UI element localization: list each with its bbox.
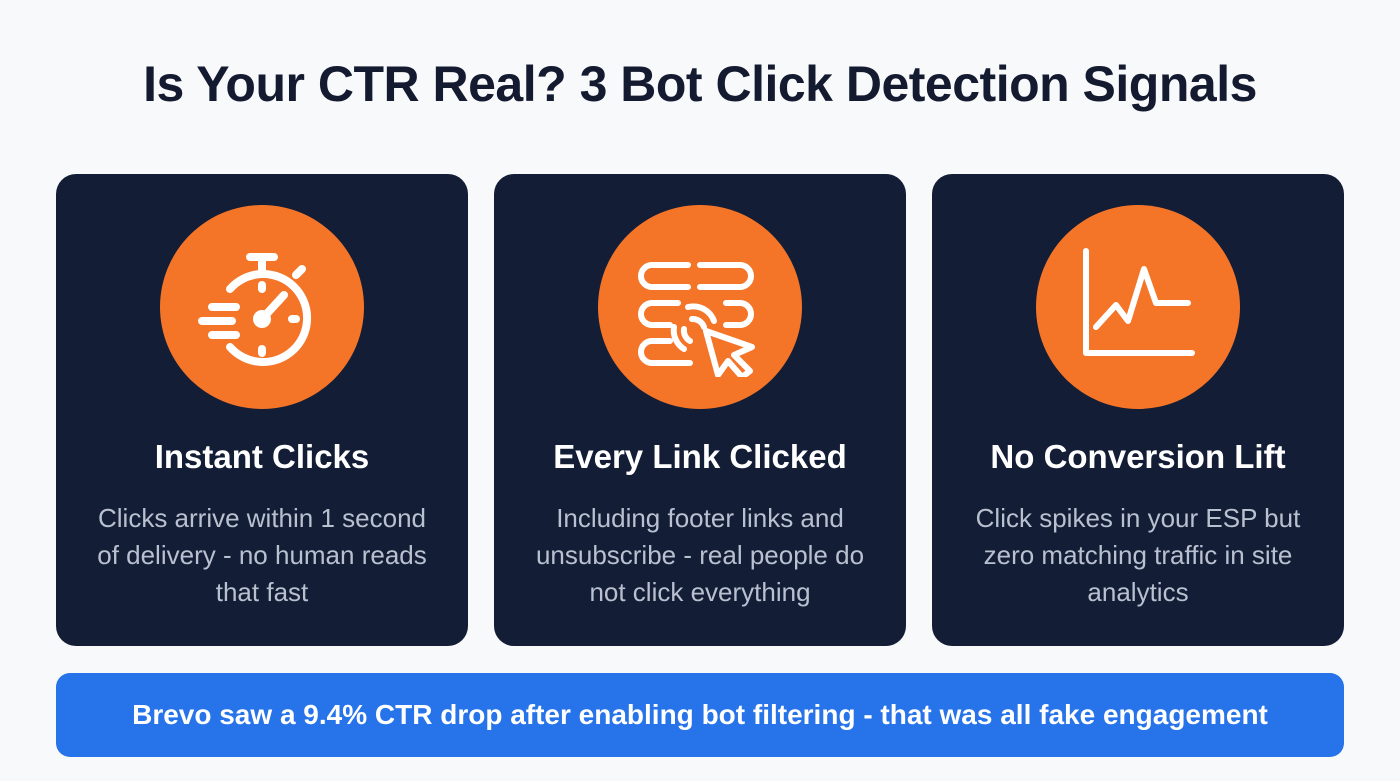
line-chart-spike-icon	[1083, 248, 1195, 356]
icon-circle	[160, 205, 364, 409]
signal-card-no-conversion-lift: No Conversion Lift Click spikes in your …	[932, 174, 1344, 646]
callout-banner: Brevo saw a 9.4% CTR drop after enabling…	[56, 673, 1344, 757]
page-title: Is Your CTR Real? 3 Bot Click Detection …	[143, 56, 1257, 112]
stopwatch-speed-icon	[198, 253, 312, 366]
signal-card-every-link-clicked: Every Link Clicked Including footer link…	[494, 174, 906, 646]
chain-links-cursor-icon	[638, 262, 755, 377]
card-title: Instant Clicks	[154, 438, 370, 475]
icon-circle	[1036, 205, 1240, 409]
card-description: Click spikes in your ESP but zero matchi…	[975, 503, 1301, 607]
card-title: Every Link Clicked	[553, 438, 847, 475]
card-description: Including footer links and unsubscribe -…	[535, 503, 865, 607]
card-title: No Conversion Lift	[990, 438, 1286, 475]
signal-card-instant-clicks: Instant Clicks Clicks arrive within 1 se…	[56, 174, 468, 646]
card-description: Clicks arrive within 1 second of deliver…	[97, 503, 427, 607]
banner-text: Brevo saw a 9.4% CTR drop after enabling…	[132, 699, 1268, 730]
icon-circle	[598, 205, 802, 409]
